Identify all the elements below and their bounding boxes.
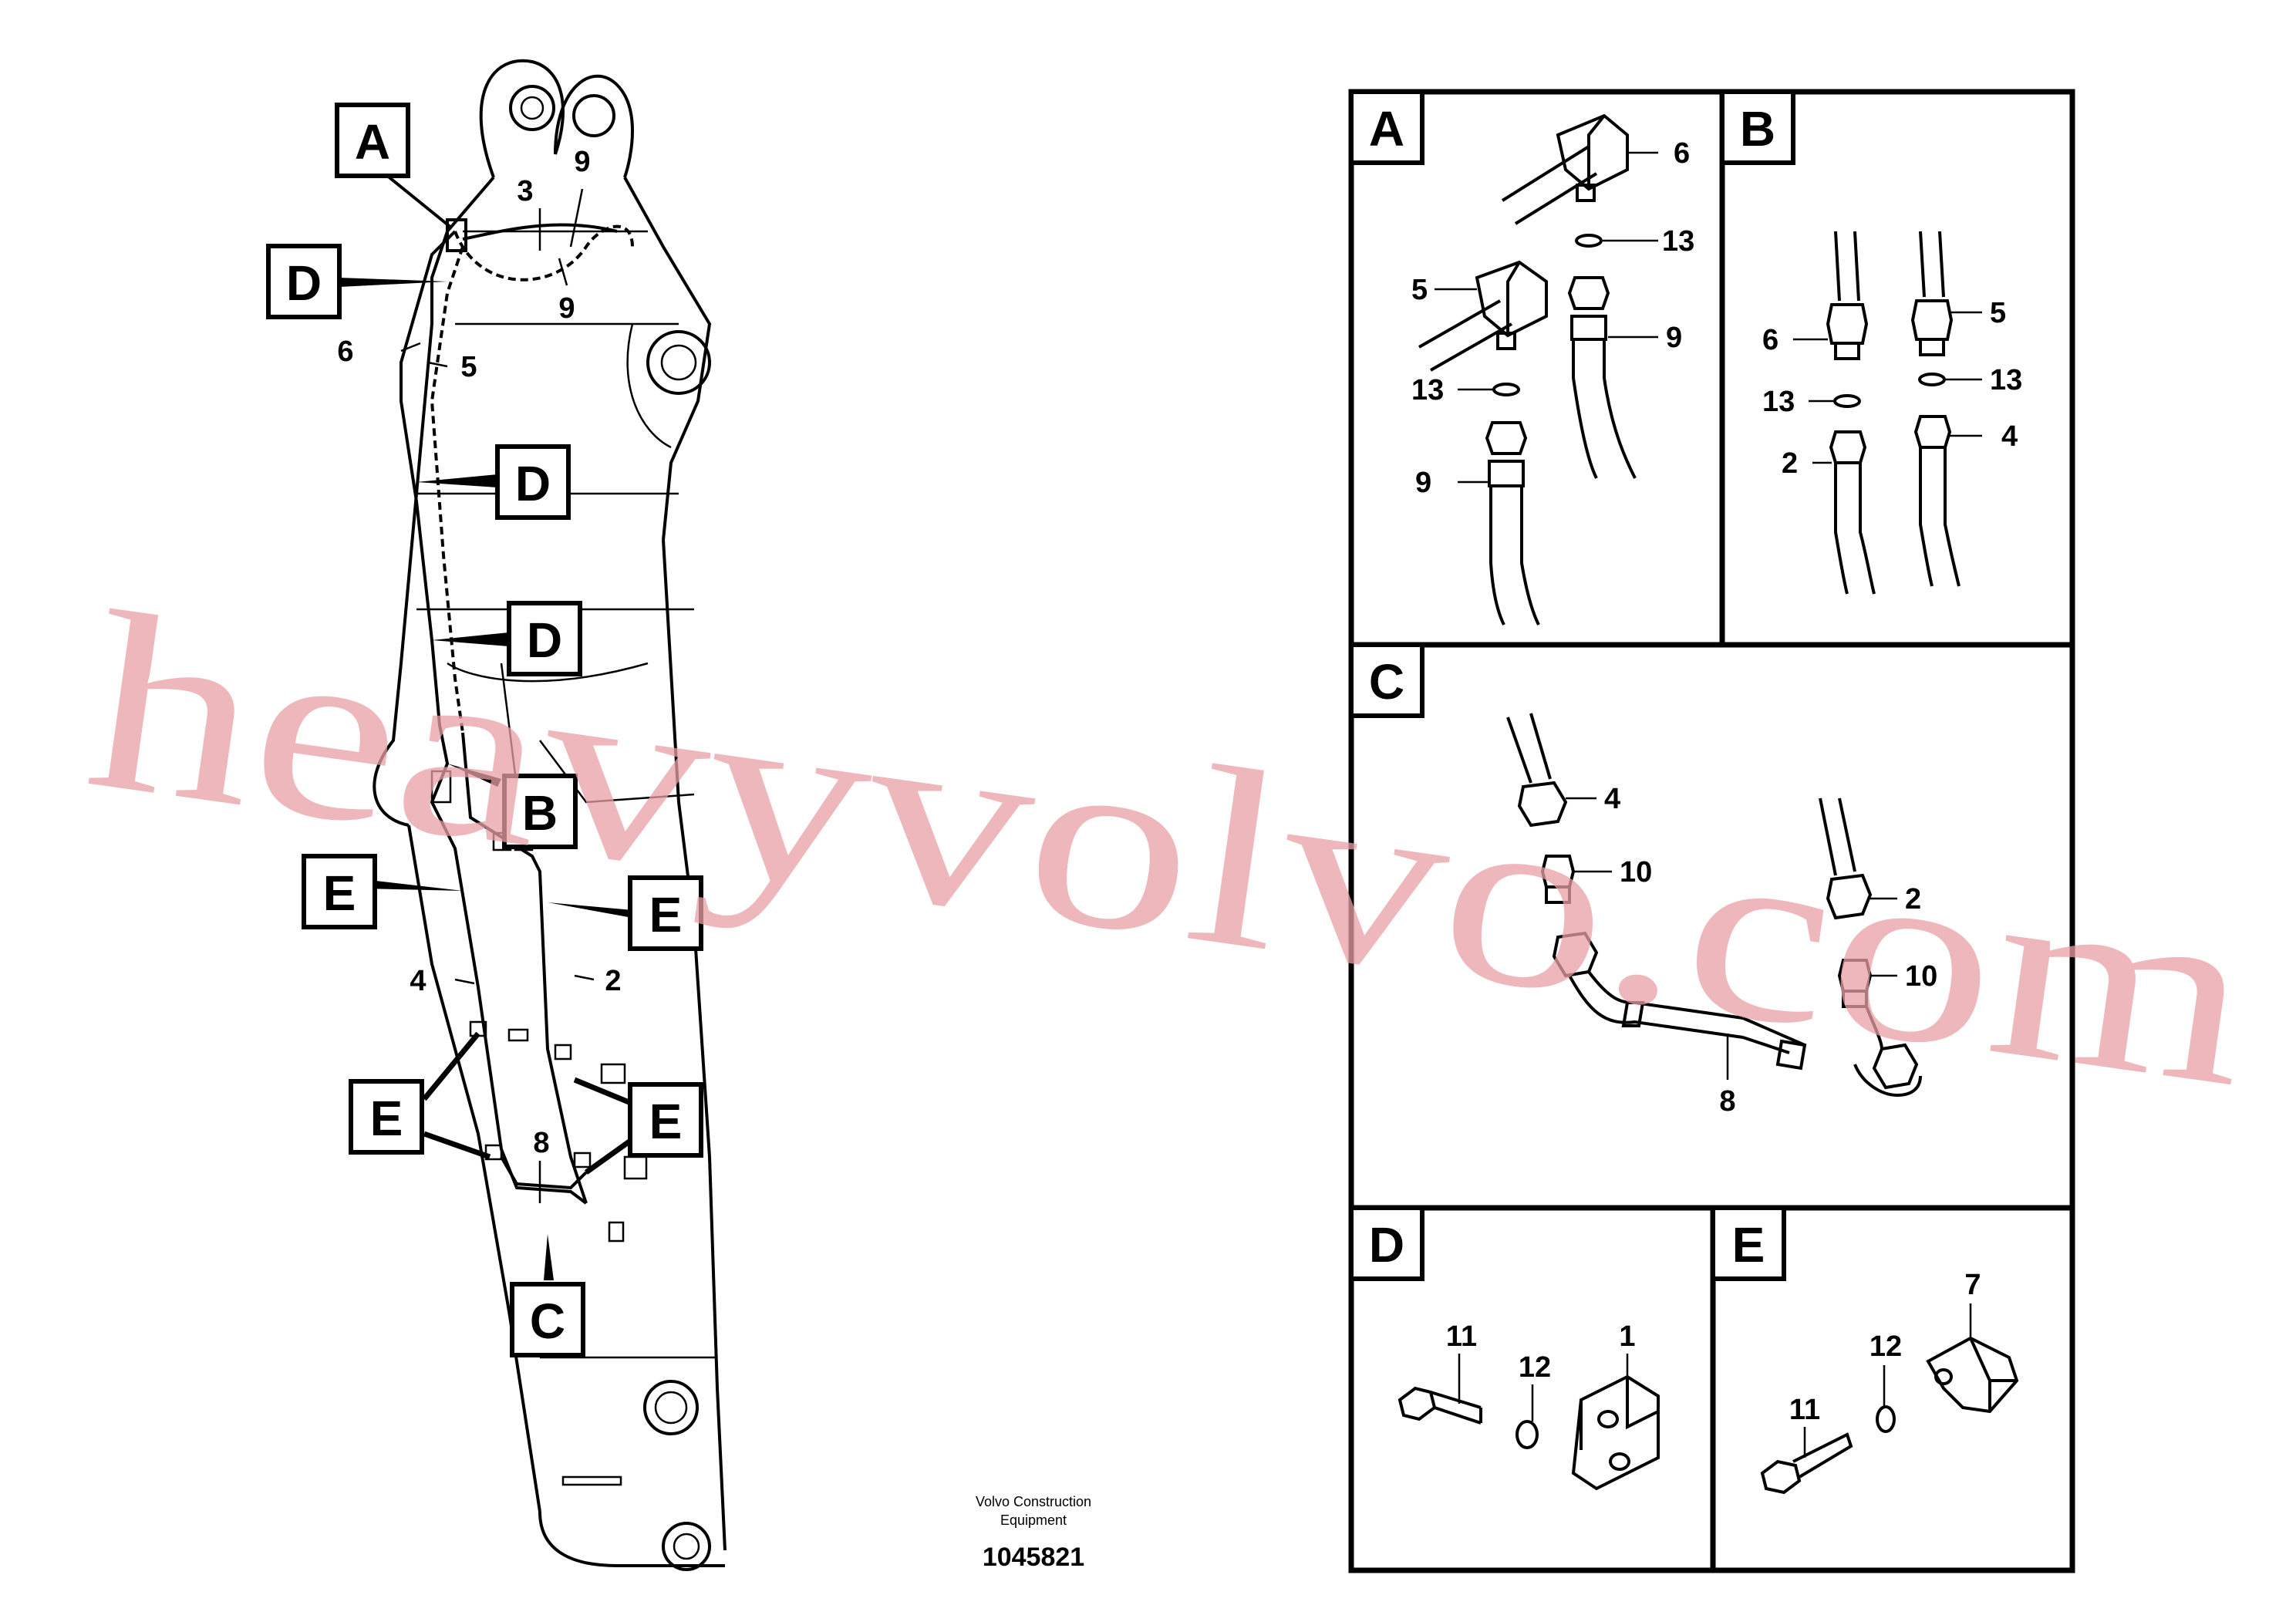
panel-A-num-6: 9	[1415, 467, 1431, 499]
callout-D2-box: D	[495, 444, 571, 520]
callout-C-box: C	[510, 1282, 585, 1357]
panel-B-num-5: 2	[1782, 447, 1798, 480]
callout-E4-label: E	[649, 1094, 683, 1149]
footer-credit: Volvo Construction Equipment 1045821	[976, 1494, 1091, 1572]
panel-A-num-3: 5	[1411, 274, 1428, 306]
panel-D-num-3: 1	[1619, 1320, 1635, 1353]
panel-B: B 6 5 13 13 2 4	[1720, 89, 2022, 595]
panel-A-num-4: 9	[1666, 322, 1682, 354]
callout-C-label: C	[530, 1293, 565, 1349]
panel-A-num-5: 13	[1411, 374, 1444, 406]
panel-D-num-1: 11	[1446, 1320, 1477, 1353]
panel-B-num-4: 13	[1990, 364, 2022, 396]
part-number-4: 4	[410, 965, 426, 997]
part-number-9b: 9	[558, 292, 575, 325]
panel-D: D 11 12 1	[1349, 1206, 1660, 1491]
part-number-6: 6	[337, 336, 353, 368]
callout-E3-box: E	[349, 1079, 424, 1155]
panel-E-num-2: 12	[1870, 1330, 1902, 1363]
callout-D3-label: D	[527, 612, 562, 668]
callout-A-label: A	[355, 114, 390, 170]
callout-E1-label: E	[323, 865, 356, 921]
panel-E: E 7 12 11	[1711, 1206, 2019, 1495]
callout-B-label: B	[522, 785, 558, 841]
panel-B-num-1: 6	[1762, 324, 1778, 356]
panel-D-title: D	[1369, 1217, 1404, 1273]
footer-drawing-id: 1045821	[983, 1543, 1084, 1572]
panel-E-num-3: 11	[1789, 1394, 1820, 1426]
callout-E1-box: E	[302, 854, 377, 929]
part-number-8: 8	[533, 1127, 549, 1159]
panel-C-num-2: 10	[1620, 856, 1652, 889]
part-number-3: 3	[517, 175, 533, 207]
footer-line1: Volvo Construction	[976, 1494, 1091, 1509]
panel-C-num-5: 8	[1719, 1085, 1735, 1118]
boom-arm-drawing	[373, 59, 727, 1571]
callout-E2-box: E	[628, 875, 703, 951]
panel-C-num-1: 4	[1604, 783, 1620, 815]
panel-A-num-1: 6	[1674, 137, 1690, 170]
panel-E-num-1: 7	[1964, 1269, 1981, 1301]
callout-E2-label: E	[649, 887, 683, 943]
panel-C-title: C	[1369, 654, 1404, 710]
callout-D1-box: D	[266, 244, 342, 319]
panel-D-num-2: 12	[1519, 1351, 1551, 1384]
part-number-2: 2	[605, 965, 621, 997]
panel-C: C 4 10 2 10 8	[1349, 642, 1937, 1118]
footer-line2: Equipment	[1000, 1512, 1067, 1528]
panel-B-num-6: 4	[2001, 420, 2018, 453]
panel-A-num-2: 13	[1662, 225, 1694, 258]
panel-A: A 6 13 5 9 13 9	[1349, 89, 1694, 626]
panel-B-title: B	[1740, 101, 1775, 157]
callout-leaders	[339, 160, 642, 1280]
callout-E3-label: E	[370, 1091, 403, 1146]
panel-B-num-2: 5	[1990, 297, 2006, 329]
callout-D1-label: D	[286, 255, 322, 311]
panel-E-title: E	[1732, 1217, 1765, 1273]
callout-A-box: A	[335, 103, 410, 178]
part-number-9a: 9	[574, 146, 590, 178]
callout-D3-box: D	[507, 601, 582, 676]
panel-C-num-3: 2	[1905, 883, 1921, 916]
callout-D2-label: D	[515, 456, 551, 511]
panel-A-title: A	[1369, 101, 1404, 157]
part-number-5: 5	[460, 351, 477, 383]
panel-B-num-3: 13	[1762, 386, 1795, 418]
panel-C-num-4: 10	[1905, 960, 1937, 993]
callout-B-box: B	[502, 774, 578, 849]
callout-E4-box: E	[628, 1082, 703, 1158]
